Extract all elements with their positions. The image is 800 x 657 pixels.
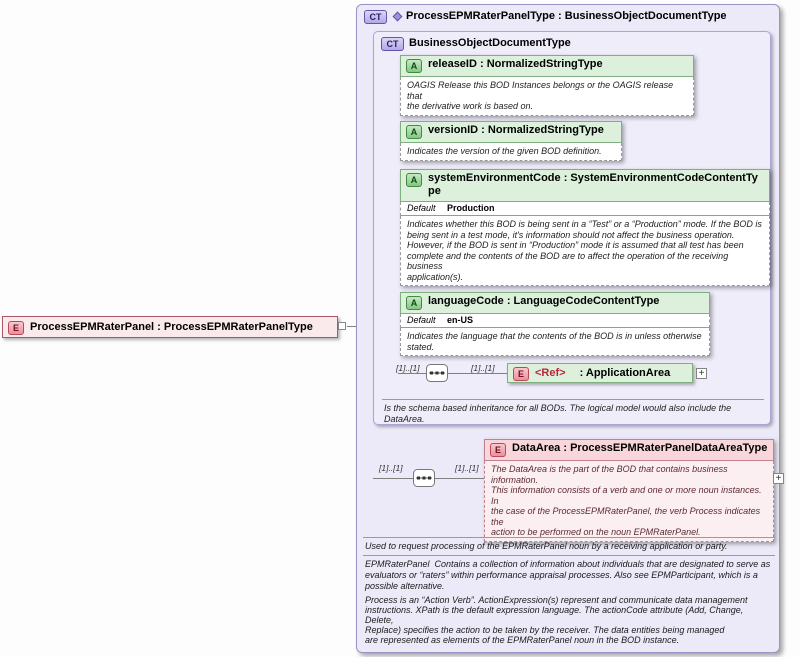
attribute-name: versionID : NormalizedStringType xyxy=(428,124,604,136)
attribute-icon: A xyxy=(406,125,422,139)
attribute-default-row: Default en-US xyxy=(400,314,710,328)
attribute-languagecode[interactable]: A languageCode : LanguageCodeContentType… xyxy=(400,292,710,356)
attribute-icon: A xyxy=(406,296,422,310)
expand-button[interactable]: + xyxy=(773,473,784,484)
base-type-header[interactable]: CT BusinessObjectDocumentType xyxy=(374,32,770,54)
connector-stub[interactable] xyxy=(338,322,346,330)
complex-type-title: ProcessEPMRaterPanelType : BusinessObjec… xyxy=(406,10,727,22)
element-ref-applicationarea[interactable]: E <Ref> : ApplicationArea xyxy=(507,363,693,383)
complex-type-icon: CT xyxy=(381,36,404,51)
attribute-default-row: Default Production xyxy=(400,202,770,216)
element-dataarea[interactable]: E DataArea : ProcessEPMRaterPanelDataAre… xyxy=(484,439,774,542)
root-element-label: ProcessEPMRaterPanel : ProcessEPMRaterPa… xyxy=(30,321,313,333)
separator-line xyxy=(363,555,775,556)
element-icon: E xyxy=(490,443,506,457)
attribute-systemenvironmentcode[interactable]: A systemEnvironmentCode : SystemEnvironm… xyxy=(400,169,770,286)
attribute-name: languageCode : LanguageCodeContentType xyxy=(428,295,660,307)
ref-element-name: <Ref> xyxy=(535,367,566,379)
expand-button[interactable]: + xyxy=(696,368,707,379)
separator-line xyxy=(363,537,775,538)
complex-type-header[interactable]: CT ProcessEPMRaterPanelType : BusinessOb… xyxy=(357,5,779,27)
connector-line xyxy=(448,373,507,374)
attribute-header[interactable]: A systemEnvironmentCode : SystemEnvironm… xyxy=(400,169,770,202)
sequence-icon[interactable] xyxy=(413,469,435,487)
type-doc-verb: Process is an “Action Verb”. ActionExpre… xyxy=(365,595,748,645)
connector-line xyxy=(373,478,413,479)
type-doc-noun: EPMRaterPanel Contains a collection of i… xyxy=(365,559,771,591)
connector-line xyxy=(435,478,484,479)
default-value: Production xyxy=(447,203,495,213)
attribute-doc: OAGIS Release this BOD Instances belongs… xyxy=(400,77,694,116)
attribute-versionid[interactable]: A versionID : NormalizedStringType Indic… xyxy=(400,121,622,161)
default-label: Default xyxy=(407,203,436,213)
attribute-header[interactable]: A releaseID : NormalizedStringType xyxy=(400,55,694,77)
type-doc-summary: Used to request processing of the EPMRat… xyxy=(365,541,728,551)
base-type-doc: Is the schema based inheritance for all … xyxy=(384,403,732,424)
element-icon: E xyxy=(8,320,24,335)
attribute-doc: Indicates the version of the given BOD d… xyxy=(400,143,622,161)
connector-line xyxy=(398,373,426,374)
cardinality-label: [1]..[1] xyxy=(396,363,420,373)
attribute-name: releaseID : NormalizedStringType xyxy=(428,58,603,70)
attribute-releaseid[interactable]: A releaseID : NormalizedStringType OAGIS… xyxy=(400,55,694,116)
connector-line xyxy=(347,326,356,327)
attribute-doc: Indicates whether this BOD is being sent… xyxy=(400,216,770,286)
complex-type-icon: CT xyxy=(364,9,387,24)
attribute-header[interactable]: A languageCode : LanguageCodeContentType xyxy=(400,292,710,314)
ref-element-type: : ApplicationArea xyxy=(579,367,671,379)
cardinality-label: [1]..[1] xyxy=(471,363,495,373)
element-header[interactable]: E DataArea : ProcessEPMRaterPanelDataAre… xyxy=(484,439,774,461)
cardinality-label: [1]..[1] xyxy=(455,463,479,473)
root-element-processepmraterpanel[interactable]: E ProcessEPMRaterPanel : ProcessEPMRater… xyxy=(2,316,338,338)
sequence-icon[interactable] xyxy=(426,364,448,382)
attribute-doc: Indicates the language that the contents… xyxy=(400,328,710,356)
complex-type-container[interactable]: CT ProcessEPMRaterPanelType : BusinessOb… xyxy=(356,4,784,653)
default-value: en-US xyxy=(447,315,474,325)
element-doc: The DataArea is the part of the BOD that… xyxy=(484,461,774,542)
derived-type-icon xyxy=(392,11,403,21)
attribute-icon: A xyxy=(406,173,422,187)
base-type-container[interactable]: CT BusinessObjectDocumentType A releaseI… xyxy=(373,31,771,425)
element-icon: E xyxy=(513,366,529,381)
attribute-header[interactable]: A versionID : NormalizedStringType xyxy=(400,121,622,143)
cardinality-label: [1]..[1] xyxy=(379,463,403,473)
attribute-icon: A xyxy=(406,59,422,73)
attribute-name: systemEnvironmentCode : SystemEnvironmen… xyxy=(428,172,758,197)
element-name: DataArea : ProcessEPMRaterPanelDataAreaT… xyxy=(512,442,768,454)
base-type-title: BusinessObjectDocumentType xyxy=(409,37,571,49)
default-label: Default xyxy=(407,315,436,325)
separator-line xyxy=(382,399,764,400)
